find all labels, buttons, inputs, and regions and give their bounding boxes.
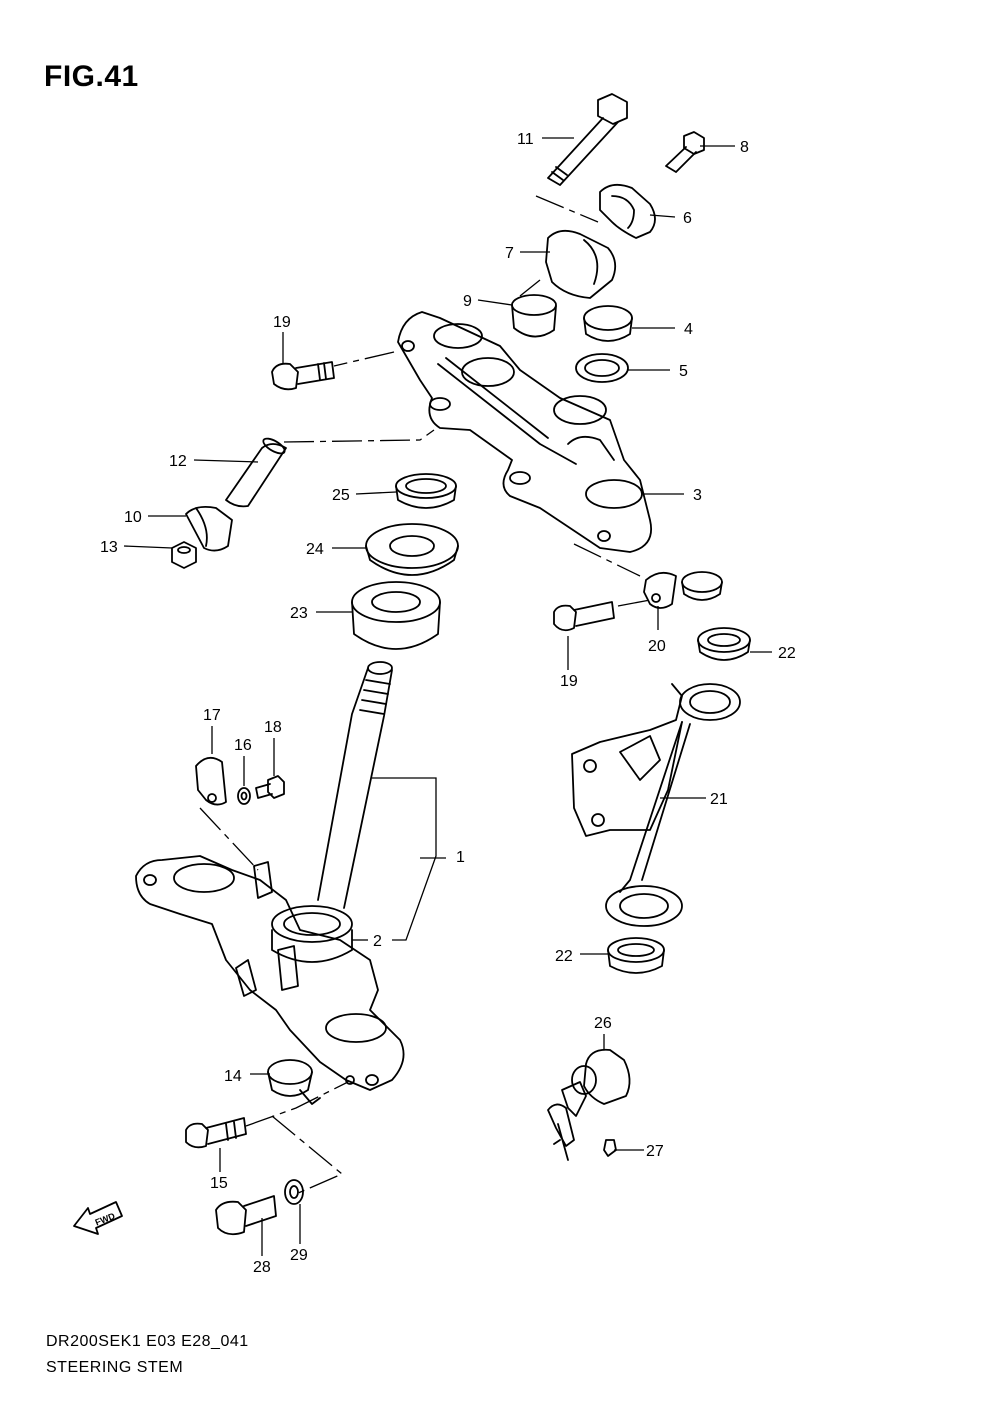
callout-2: 2 [373, 933, 382, 950]
part-3-upper-bracket [397, 311, 652, 553]
callout-8: 8 [740, 139, 749, 156]
callout-21: 21 [710, 791, 728, 808]
part-21-hose-guide [571, 683, 741, 927]
callout-15: 15 [210, 1175, 228, 1192]
part-20-clamp [643, 571, 677, 609]
callout-16: 16 [234, 737, 252, 754]
part-24-dust-seal [365, 523, 459, 576]
callout-19-upper: 19 [273, 314, 291, 331]
callout-28: 28 [253, 1259, 271, 1276]
part-25-lock-nut [395, 473, 457, 509]
callout-20: 20 [648, 638, 666, 655]
callout-labels: 1 2 3 4 5 6 7 8 9 10 11 12 13 14 15 16 1… [100, 131, 796, 1276]
callout-5: 5 [679, 363, 688, 380]
callout-23: 23 [290, 605, 308, 622]
part-8-bolt [665, 131, 705, 173]
leader-lines [123, 137, 772, 1256]
assembly-name: STEERING STEM [46, 1359, 184, 1376]
part-11-long-bolt [547, 93, 628, 186]
callout-6: 6 [683, 210, 692, 227]
callout-7: 7 [505, 245, 514, 262]
part-5-washer [575, 353, 629, 383]
part-13-nut [171, 541, 197, 569]
callout-14: 14 [224, 1068, 242, 1085]
callout-17: 17 [203, 707, 221, 724]
callout-11: 11 [517, 131, 534, 148]
model-code: DR200SEK1 E03 E28_041 [46, 1333, 249, 1350]
part-19-bolt-upper [271, 361, 335, 391]
callout-10: 10 [124, 509, 142, 526]
callout-12: 12 [169, 453, 187, 470]
part-27-screw [603, 1139, 617, 1157]
part-16-washer [237, 787, 251, 805]
callout-18: 18 [264, 719, 282, 736]
callout-4: 4 [684, 321, 693, 338]
part-10-cushion [185, 505, 233, 552]
callout-29: 29 [290, 1247, 308, 1264]
part-4-cap [583, 305, 633, 342]
part-22-grommet-lower [607, 937, 665, 974]
callout-13: 13 [100, 539, 118, 556]
part-23-bearing [351, 581, 441, 650]
callout-22-lower: 22 [555, 948, 573, 965]
part-9-cushion [511, 294, 557, 338]
part-6-handlebar-holder-upper [599, 183, 656, 239]
part-1-steering-stem [135, 661, 405, 1091]
callout-9: 9 [463, 293, 472, 310]
part-7-handlebar-holder-lower [545, 229, 617, 299]
callout-27: 27 [646, 1143, 664, 1160]
part-19-bolt-lower [553, 601, 615, 632]
callout-26: 26 [594, 1015, 612, 1032]
part-14-clamp [267, 1059, 355, 1105]
part-17-clamp [195, 756, 227, 806]
callout-19-lower: 19 [560, 673, 578, 690]
callout-25: 25 [332, 487, 350, 504]
fwd-arrow-icon: FWD [73, 1201, 123, 1235]
part-15-bolt [185, 1117, 247, 1149]
callout-24: 24 [306, 541, 324, 558]
part-18-screw [255, 775, 285, 799]
part-22-grommet-middle [697, 627, 751, 661]
part-12-pin [225, 437, 287, 508]
part-22-grommet-upper [681, 571, 723, 601]
part-28-bolt [215, 1195, 277, 1236]
callout-3: 3 [693, 487, 702, 504]
assembly-lines [199, 195, 651, 1195]
part-29-washer [284, 1179, 304, 1205]
figure-title: FIG.41 [44, 60, 139, 93]
callout-1: 1 [456, 849, 465, 866]
part-26-steering-lock [547, 1048, 631, 1161]
callout-22-upper: 22 [778, 645, 796, 662]
